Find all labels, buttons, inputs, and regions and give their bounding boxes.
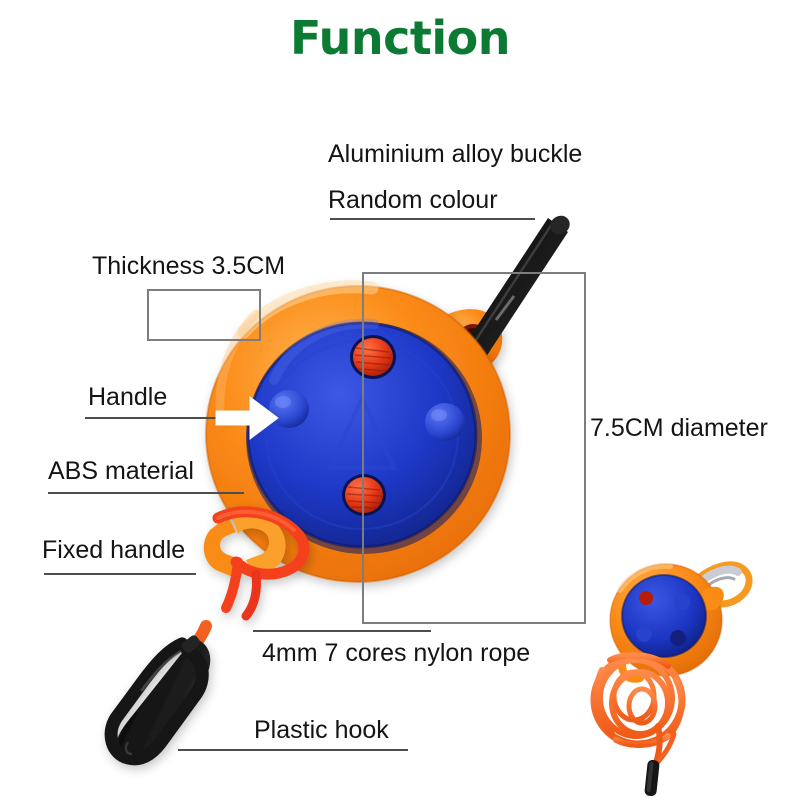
inset-plastic-hook xyxy=(644,759,660,797)
fixed-handle xyxy=(203,506,310,621)
inset-rope-coil xyxy=(590,652,686,748)
callout-abs-material: ABS material xyxy=(48,457,194,485)
thickness-bracket xyxy=(147,289,261,341)
leader-fixed-handle xyxy=(44,573,196,575)
product-illustration-inset xyxy=(590,548,796,798)
callout-random-colour: Random colour xyxy=(328,186,498,214)
leader-handle xyxy=(85,417,225,419)
grip-nub-left xyxy=(269,390,309,428)
aluminium-alloy-buckle xyxy=(464,215,570,360)
callout-plastic-hook: Plastic hook xyxy=(254,716,389,744)
grip-nub-right xyxy=(425,403,465,441)
page-title: Function xyxy=(289,11,511,65)
inset-reel-body xyxy=(609,562,724,683)
leader-aluminium-alloy-buckle xyxy=(330,218,535,220)
callout-fixed-handle: Fixed handle xyxy=(42,536,186,564)
callout-diameter: 7.5CM diameter xyxy=(590,414,768,442)
callout-nylon-rope: 4mm 7 cores nylon rope xyxy=(262,639,531,667)
leader-nylon-rope xyxy=(253,630,431,632)
rope-hole-bottom xyxy=(342,474,386,516)
plastic-hook-illustration xyxy=(104,620,250,780)
leader-plastic-hook xyxy=(178,749,408,751)
diameter-bracket xyxy=(362,272,586,624)
callout-thickness: Thickness 3.5CM xyxy=(92,252,286,280)
right-arrow-icon xyxy=(215,394,280,442)
callout-aluminium-alloy-buckle: Aluminium alloy buckle xyxy=(328,140,583,168)
leader-abs-material xyxy=(48,492,244,494)
callout-handle: Handle xyxy=(88,383,168,411)
